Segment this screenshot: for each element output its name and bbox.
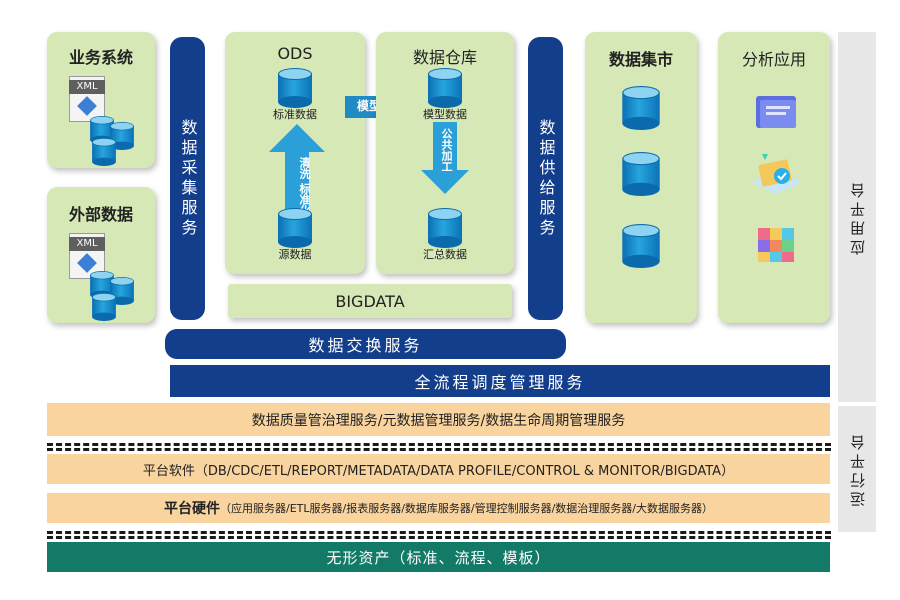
data-collection-service-label: 数据采集服务 (178, 118, 198, 239)
xml-label: XML (69, 237, 105, 251)
application-platform-label: 应用平台 (848, 179, 867, 255)
platform-software-bar: 平台软件（DB/CDC/ETL/REPORT/METADATA/DATA PRO… (47, 454, 830, 484)
operation-platform-label: 运行平台 (848, 431, 867, 507)
platform-hardware-label: 平台硬件 (163, 501, 220, 517)
business-system-panel: 业务系统 XML (47, 32, 155, 168)
analysis-application-title: 分析应用 (741, 50, 806, 69)
data-warehouse-panel: 数据仓库 模型数据 公共加工 汇总数据 (376, 32, 514, 274)
xml-label: XML (69, 80, 105, 94)
external-data-panel: 外部数据 XML (47, 187, 155, 323)
cleansing-arrow-label: 清洗 标准化 (298, 157, 311, 216)
data-supply-service-label: 数据供给服务 (536, 118, 556, 239)
data-mart-title: 数据集市 (608, 50, 673, 69)
divider-bottom (47, 536, 831, 539)
data-supply-service-bar: 数据供给服务 (528, 37, 563, 320)
database-icon (92, 293, 116, 321)
divider-lower (47, 531, 831, 534)
governance-service-label: 数据质量管治理服务/元数据管理服务/数据生命周期管理服务 (251, 412, 626, 429)
database-icon (428, 68, 462, 108)
xml-file-icon: XML (69, 76, 105, 122)
data-warehouse-title: 数据仓库 (412, 48, 477, 67)
data-collection-service-bar: 数据采集服务 (170, 37, 205, 320)
database-icon (622, 86, 660, 130)
data-exchange-service-label: 数据交换服务 (308, 336, 423, 355)
bigdata-bar: BIGDATA (228, 284, 512, 318)
intangible-assets-bar: 无形资产（标准、流程、模板） (47, 542, 830, 572)
governance-service-bar: 数据质量管治理服务/元数据管理服务/数据生命周期管理服务 (47, 403, 830, 436)
platform-hardware-bar: 平台硬件 （应用服务器/ETL服务器/报表服务器/数据库服务器/管理控制服务器/… (47, 493, 830, 523)
database-icon (622, 224, 660, 268)
operation-platform-side: 运行平台 (838, 406, 876, 532)
bigdata-label: BIGDATA (335, 291, 405, 311)
scheduling-service-bar: 全流程调度管理服务 (170, 365, 830, 397)
data-exchange-service-bar: 数据交换服务 (165, 329, 566, 359)
certificate-icon (752, 154, 802, 194)
database-icon (278, 68, 312, 108)
database-icon (622, 152, 660, 196)
divider-upper-mid (47, 448, 831, 451)
divider-top (47, 443, 831, 446)
cleansing-arrow-icon (269, 124, 325, 220)
database-icon (92, 138, 116, 166)
processing-arrow-label: 公共加工 (440, 128, 453, 172)
business-system-title: 业务系统 (68, 48, 133, 67)
standard-data-label: 标准数据 (273, 108, 317, 121)
scheduling-service-label: 全流程调度管理服务 (414, 373, 586, 392)
summary-data-label: 汇总数据 (423, 248, 467, 261)
analysis-application-panel: 分析应用 (718, 32, 830, 323)
database-icon (110, 122, 134, 150)
data-cube-icon (758, 228, 794, 262)
folder-icon (756, 96, 796, 128)
source-data-label: 源数据 (278, 248, 312, 261)
ods-title: ODS (277, 44, 313, 63)
data-mart-panel: 数据集市 (585, 32, 697, 323)
model-data-label: 模型数据 (423, 108, 467, 121)
application-platform-side: 应用平台 (838, 32, 876, 402)
database-icon (428, 208, 462, 248)
database-icon (110, 277, 134, 305)
processing-arrow-icon (421, 122, 469, 194)
database-icon (278, 208, 312, 248)
platform-hardware-detail: （应用服务器/ETL服务器/报表服务器/数据库服务器/管理控制服务器/数据治理服… (219, 502, 714, 515)
ods-panel: ODS 标准数据 清洗 标准化 源数据 (225, 32, 365, 274)
platform-software-label: 平台软件（DB/CDC/ETL/REPORT/METADATA/DATA PRO… (142, 463, 735, 479)
external-data-title: 外部数据 (68, 205, 133, 224)
intangible-assets-label: 无形资产（标准、流程、模板） (326, 548, 551, 567)
